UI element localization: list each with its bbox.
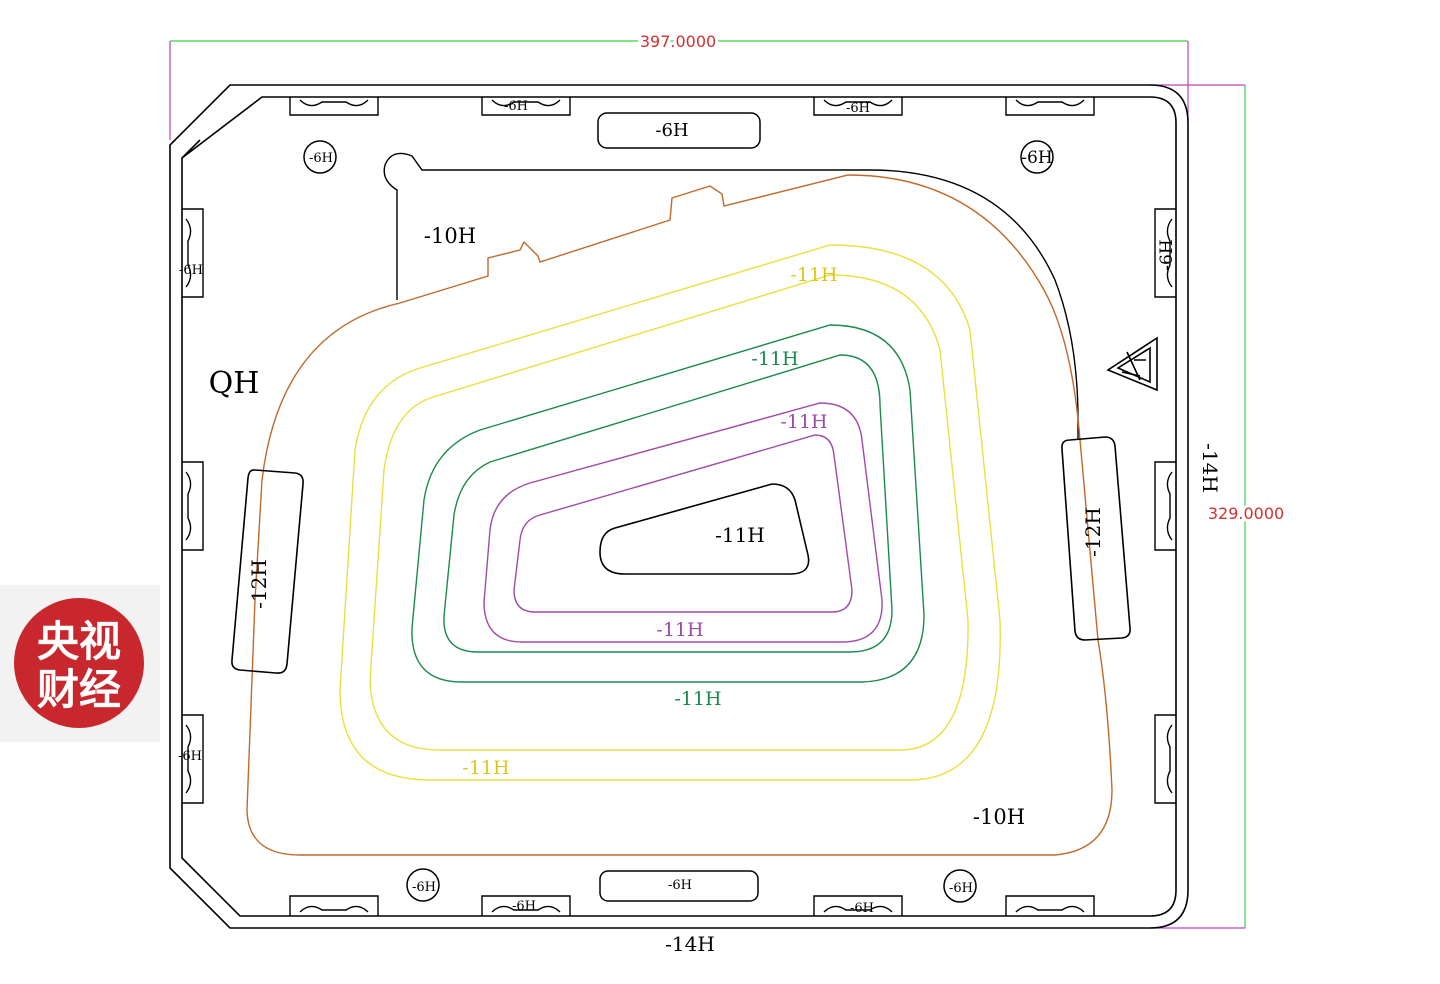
hole-bottom-right [943,869,977,903]
bottom-slot-label: -6H [668,878,692,893]
left-pad-label: -12H [247,559,271,609]
top-tabs [289,97,1095,116]
yellow-contour-bottom-label: -11H [462,757,509,779]
recycle-triangle-icon [1106,336,1158,392]
width-dimension: 397.0000 [640,32,716,51]
bottom-tab-label-1: -6H [512,899,536,914]
hole-top-left-label: -6H [309,151,333,166]
hole-bottom-left-label: -6H [412,880,436,895]
purple-contour-bottom-label: -11H [656,619,703,641]
center-island-label: -11H [715,523,765,547]
bottom-right-region-label: -10H [973,805,1025,829]
purple-contours [483,402,883,643]
right-pad [1061,436,1131,641]
cctv-finance-logo: 央视 财经 [0,585,160,742]
green-contour-bottom-label: -11H [674,688,721,710]
green-contours [411,324,925,683]
right-tabs [1154,208,1176,804]
logo-line-1: 央视 [37,617,121,666]
purple-contour-top-label: -11H [780,411,827,433]
top-tab-label-1: -6H [504,99,528,114]
hole-top-right [1020,140,1054,174]
top-tab-label-2: -6H [846,101,870,116]
top-slot-label: -6H [655,120,688,141]
hole-top-left [303,140,337,174]
hole-top-right-label: -6H [1021,148,1052,168]
bottom-tabs [289,895,1095,916]
center-island [599,483,810,575]
logo-line-2: 财经 [37,665,121,714]
yellow-contour-top-label: -11H [790,264,837,286]
side-right-label: -14H [1198,443,1222,493]
bottom-tab-label-2: -6H [850,901,874,916]
bottom-slot [599,870,759,902]
right-pad-label: -12H [1081,507,1105,557]
upper-region-outline [383,152,1079,440]
tray-outline [169,84,1189,929]
top-slot [597,112,761,149]
qh-mark: QH [209,366,260,401]
right-tab-label-1: -6H [1157,239,1177,270]
hole-bottom-right-label: -6H [949,881,973,896]
dimension-lines [169,40,1246,929]
top-left-region-label: -10H [424,224,476,248]
height-dimension: 329.0000 [1208,504,1284,523]
orange-contour [246,174,1113,856]
left-tab-label-1: -6H [179,263,203,278]
hole-bottom-left [406,868,440,902]
bottom-depth-label: -14H [665,932,715,956]
left-pad [231,469,304,674]
yellow-contours [339,244,1001,781]
left-tab-label-2: -6H [178,749,202,764]
green-contour-top-label: -11H [751,348,798,370]
left-tabs [182,208,204,804]
